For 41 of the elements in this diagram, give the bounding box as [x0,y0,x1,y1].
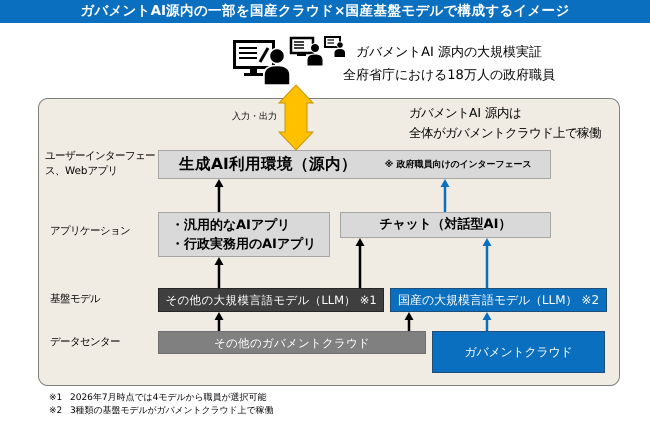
arrow [483,312,491,331]
arrow [405,312,413,331]
layer-title: チャット（対話型AI） [380,217,512,233]
bullet-item: ・行政実務用のAIアプリ [171,236,316,254]
double-arrow [278,84,314,151]
layer-title: ガバメントクラウド [464,344,572,360]
layer-title: 生成AI利用環境（源内） [179,154,357,175]
cloud-box [158,331,426,354]
footnote-text: 2026年7月時点では4モデルから職員が選択可能 [70,392,266,405]
bullet-item: ・汎用的なAIアプリ [171,216,290,234]
row-label: ユーザーインターフェース、Webアプリ [45,149,156,179]
row-label: 基盤モデル [50,292,100,307]
footnote-mark: ※1 [49,392,62,405]
edge-label: 入力・出力 [231,111,278,123]
interface-box [158,150,551,179]
node-caption: 全府省庁における18万人の政府職員 [343,67,555,85]
cloud-box [432,331,605,373]
people-at-computers-icon [233,35,345,85]
arrow [441,179,449,212]
platform-panel [38,98,620,386]
model-box [390,288,607,312]
node-caption: ガバメントAI 源内の大規模実証 [356,44,542,62]
application-box [158,212,330,257]
layer-title: 国産の大規模言語モデル（LLM） ※2 [398,292,600,308]
footnote-text: 3種類の基盤モデルがガバメントクラウド上で稼働 [70,405,274,418]
arrow [356,238,364,288]
arrow [215,312,223,331]
model-box [158,288,384,312]
arrow [215,257,223,288]
layer-note: ※ 政府職員向けのインターフェース [384,158,532,170]
application-box [340,212,551,238]
layer-title: その他のガバメントクラウド [214,334,370,350]
row-label: データセンター [50,335,120,350]
layer-title: その他の大規模言語モデル（LLM） ※1 [165,292,377,308]
title-banner: ガバメントAI源内の一部を国産クラウド×国産基盤モデルで構成するイメージ [0,0,650,23]
arrow [215,179,223,212]
row-label: アプリケーション [50,224,130,239]
arrow [483,238,491,288]
panel-caption: 全体がガバメントクラウド上で稼働 [409,125,601,142]
panel-caption: ガバメントAI 源内は [409,105,521,122]
footnote-mark: ※2 [49,405,62,418]
